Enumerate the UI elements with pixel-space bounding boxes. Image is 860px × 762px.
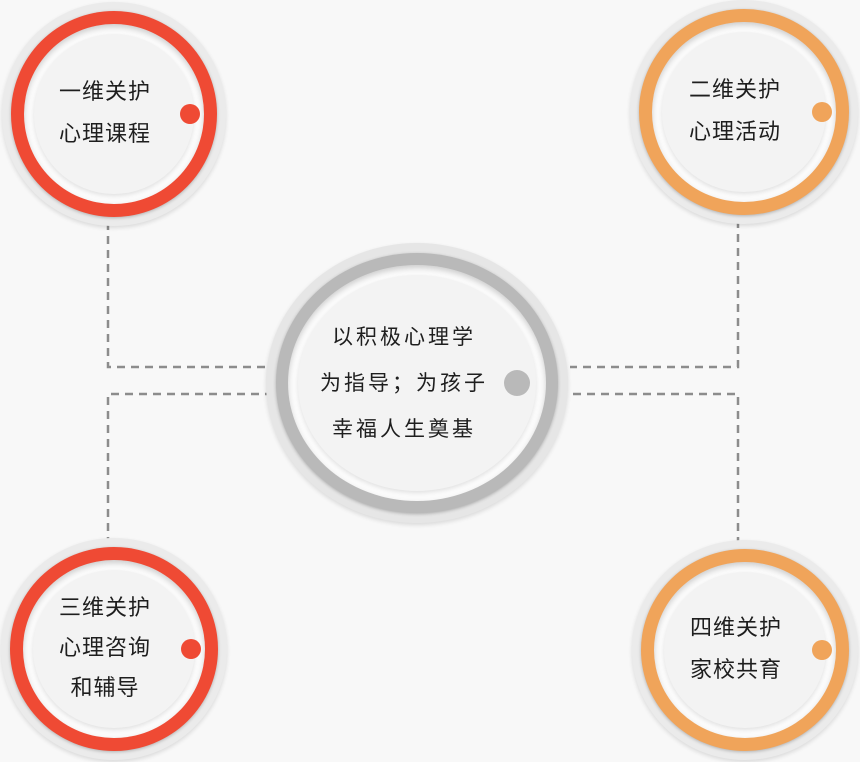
center-line: 以积极心理学	[332, 325, 476, 349]
node-label-line: 心理活动	[688, 120, 781, 145]
node-dimension-4: 四维关护 家校共育	[632, 540, 858, 760]
node-label-line: 四维关护	[689, 616, 782, 641]
connector-node-4	[570, 392, 740, 545]
center-face: 以积极心理学 为指导；为孩子 幸福人生奠基	[298, 275, 536, 491]
node-label-line: 和辅导	[70, 676, 140, 701]
connector-node-1	[106, 222, 268, 369]
node-label-line: 三维关护	[58, 596, 151, 621]
connector-node-2	[570, 220, 740, 369]
node-label-line: 家校共育	[689, 658, 782, 683]
center-line: 为指导；为孩子	[320, 371, 488, 395]
node-dimension-1: 一维关护 心理课程	[2, 2, 226, 226]
node-dot-icon	[812, 102, 832, 122]
center-dot-icon	[504, 370, 530, 396]
node-dot-icon	[180, 104, 200, 124]
center-line: 幸福人生奠基	[332, 417, 476, 441]
node-label-line: 心理课程	[58, 122, 151, 147]
node-dot-icon	[812, 640, 832, 660]
node-label-line: 一维关护	[58, 80, 151, 105]
node-face: 一维关护 心理课程	[34, 34, 194, 194]
node-label-line: 二维关护	[688, 78, 781, 103]
node-dimension-2: 二维关护 心理活动	[630, 0, 858, 224]
connector-node-3	[106, 392, 268, 545]
node-face: 三维关护 心理咨询 和辅导	[33, 570, 195, 728]
center-circle: 以积极心理学 为指导；为孩子 幸福人生奠基	[266, 243, 568, 523]
node-dimension-3: 三维关护 心理咨询 和辅导	[1, 538, 227, 760]
node-dot-icon	[181, 639, 201, 659]
node-face: 四维关护 家校共育	[664, 572, 826, 728]
node-label-line: 心理咨询	[58, 636, 151, 661]
node-face: 二维关护 心理活动	[662, 32, 826, 192]
